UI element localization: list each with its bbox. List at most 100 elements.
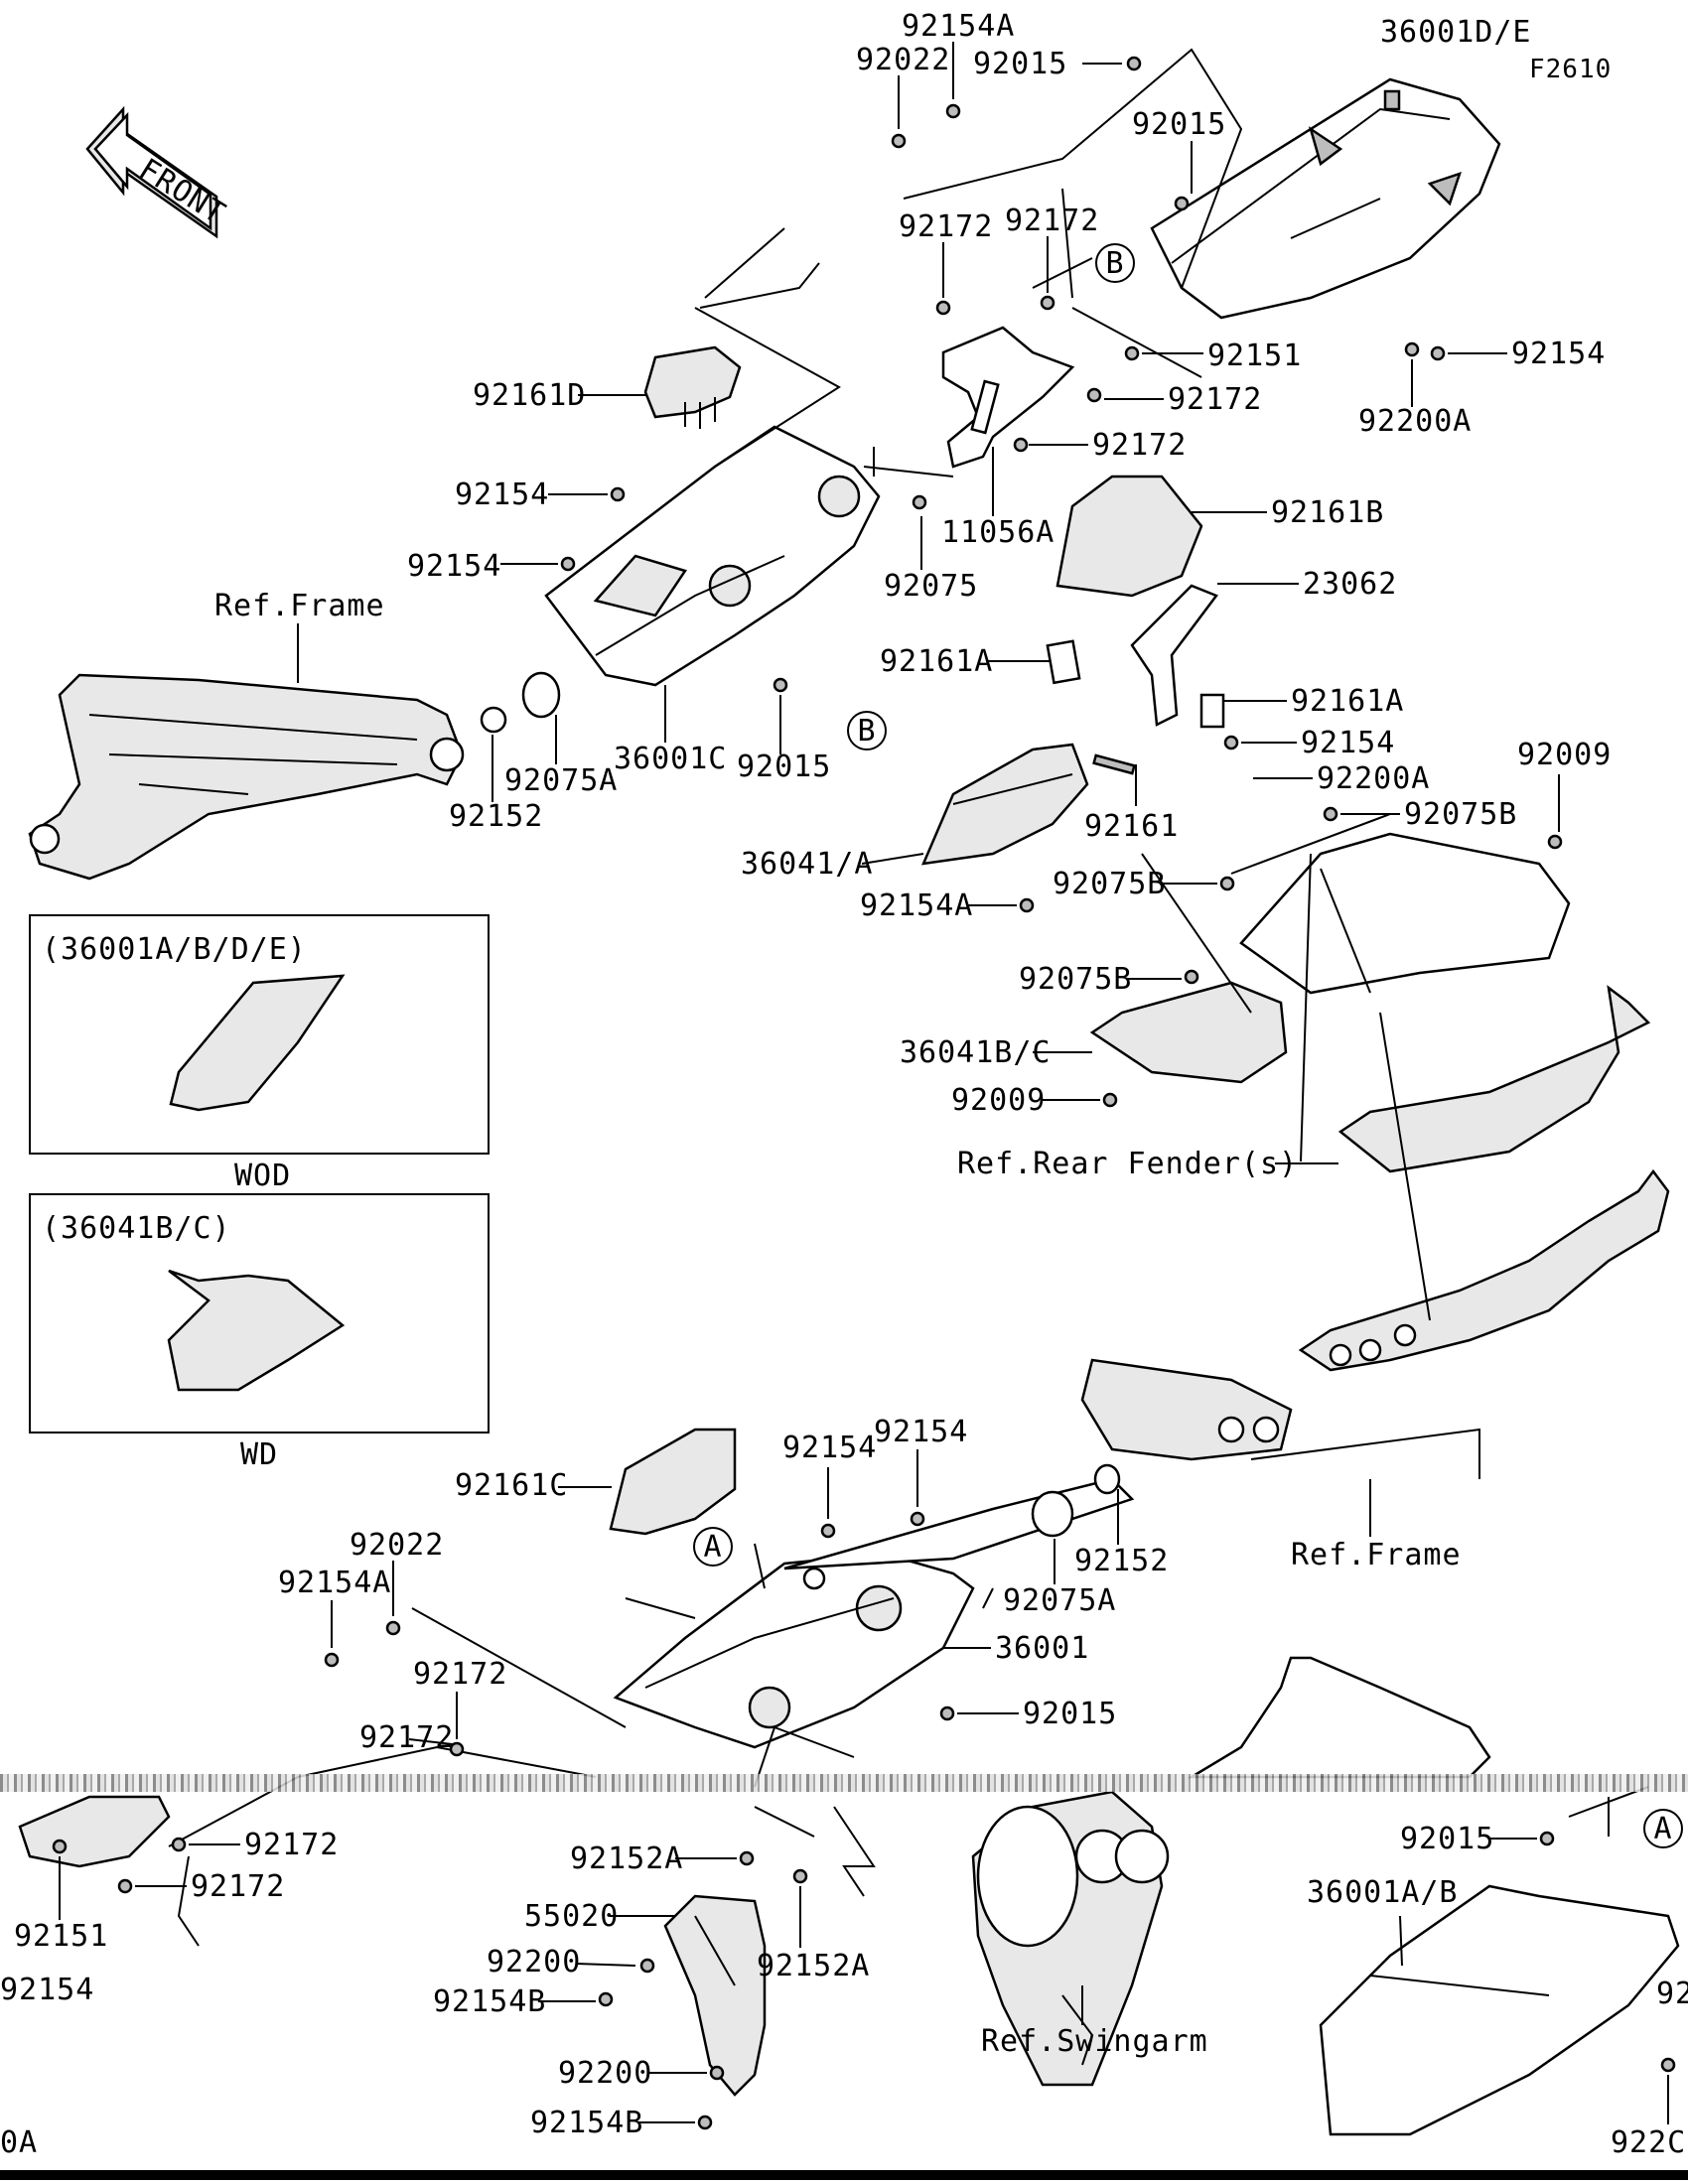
front-label: FRONT bbox=[133, 152, 231, 231]
cover-36041bc bbox=[1089, 981, 1288, 1084]
leader-lines bbox=[168, 48, 1649, 2066]
part-label-92154: 92154 bbox=[1301, 726, 1395, 760]
part-label-92015: 92015 bbox=[737, 750, 831, 784]
fastener-icon bbox=[739, 1850, 755, 1866]
rear-seat-cowl-36001de bbox=[1150, 77, 1501, 320]
callout-a: A bbox=[693, 1527, 733, 1567]
part-label-92154: 92154 bbox=[874, 1415, 968, 1449]
inset-wd: (36041B/C) WD bbox=[29, 1193, 490, 1472]
front-arrow-icon: FRONT bbox=[85, 105, 231, 239]
part-label-92161c: 92161C bbox=[455, 1468, 568, 1503]
part-label-92172: 92172 bbox=[244, 1828, 339, 1862]
fastener-icon bbox=[1174, 196, 1190, 211]
part-label-92075b: 92075B bbox=[1404, 797, 1517, 832]
fastener-icon bbox=[792, 1868, 808, 1884]
part-label-92151: 92151 bbox=[14, 1919, 108, 1954]
part-label-92154: 92154 bbox=[1511, 337, 1606, 371]
part-label-ref-rear-fender-s-: Ref.Rear Fender(s) bbox=[957, 1147, 1298, 1181]
fastener-icon bbox=[117, 1878, 133, 1894]
part-label-ref-frame: Ref.Frame bbox=[214, 589, 385, 623]
fastener-icon bbox=[1430, 345, 1446, 361]
license-lamp-92161b bbox=[1055, 475, 1203, 598]
part-label-92172: 92172 bbox=[899, 209, 993, 244]
leader-line bbox=[861, 853, 924, 865]
callout-a: A bbox=[1643, 1809, 1683, 1848]
bushing-92075a-upper bbox=[480, 671, 561, 734]
part-label-92161b: 92161B bbox=[1271, 495, 1384, 530]
hugger-55020 bbox=[663, 1894, 767, 2097]
part-label-92015: 92015 bbox=[1400, 1822, 1494, 1856]
callout-b: B bbox=[847, 711, 887, 751]
tail-light-92161c bbox=[609, 1428, 737, 1536]
fastener-icon bbox=[910, 1511, 925, 1527]
part-label-36001a-b: 36001A/B bbox=[1307, 1875, 1459, 1910]
inset-wod-header: (36001A/B/D/E) bbox=[42, 932, 307, 967]
part-label-92161a: 92161A bbox=[1291, 684, 1404, 719]
part-label-92200a: 92200A bbox=[1358, 404, 1472, 439]
leader-line bbox=[1399, 1915, 1403, 1967]
part-label-92075a: 92075A bbox=[1003, 1583, 1116, 1618]
rear-fender-lower bbox=[1187, 1656, 1491, 1779]
rear-cowl-right bbox=[1239, 832, 1571, 995]
part-label-92172: 92172 bbox=[1005, 204, 1099, 238]
part-label-92154: 92154 bbox=[455, 478, 549, 512]
fastener-icon bbox=[171, 1837, 187, 1852]
part-label-36001c: 36001C bbox=[614, 742, 727, 776]
part-label-0a: 0A bbox=[0, 2125, 38, 2160]
part-label-55020: 55020 bbox=[524, 1899, 619, 1934]
fastener-icon bbox=[52, 1839, 68, 1854]
part-label-ref-swingarm: Ref.Swingarm bbox=[981, 2024, 1208, 2059]
part-label-92152a: 92152A bbox=[570, 1842, 683, 1876]
part-label-92152: 92152 bbox=[1074, 1544, 1169, 1578]
fastener-icon bbox=[598, 1991, 614, 2007]
part-label-92172: 92172 bbox=[191, 1869, 285, 1904]
fastener-icon bbox=[324, 1652, 340, 1668]
part-label-92200: 92200 bbox=[487, 1945, 581, 1979]
part-label-92009: 92009 bbox=[951, 1083, 1046, 1118]
fastener-icon bbox=[560, 556, 576, 572]
fastener-icon bbox=[709, 2065, 725, 2081]
part-label-92075b: 92075B bbox=[1053, 867, 1166, 901]
fastener-icon bbox=[639, 1958, 655, 1974]
part-label-92154b: 92154B bbox=[433, 1984, 546, 2019]
inset-wod-caption: WOD bbox=[234, 1159, 291, 1193]
part-label-92: 92 bbox=[1656, 1977, 1688, 2011]
part-label-92200: 92200 bbox=[558, 2056, 652, 2091]
fastener-icon bbox=[1660, 2057, 1676, 2073]
callout-letter: B bbox=[857, 714, 876, 749]
part-label-92172: 92172 bbox=[1092, 428, 1187, 463]
fastener-icon bbox=[945, 103, 961, 119]
part-label-92015: 92015 bbox=[1132, 107, 1226, 142]
part-label-92172: 92172 bbox=[1168, 382, 1262, 417]
fastener-icon bbox=[1223, 735, 1239, 751]
fastener-icon bbox=[912, 494, 927, 510]
main-cowl-36001 bbox=[613, 1552, 975, 1749]
fastener-icon bbox=[610, 486, 626, 502]
fastener-icon bbox=[935, 300, 951, 316]
fastener-icon bbox=[1404, 341, 1420, 357]
part-label-92022: 92022 bbox=[856, 43, 950, 77]
inset-wd-header: (36041B/C) bbox=[42, 1211, 231, 1246]
part-label-92009: 92009 bbox=[1517, 738, 1612, 772]
fastener-icon bbox=[1040, 295, 1055, 311]
bottom-border bbox=[0, 2170, 1688, 2180]
inner-cover-36041a bbox=[920, 743, 1089, 866]
part-label-92172: 92172 bbox=[359, 1720, 454, 1755]
part-label-92154: 92154 bbox=[782, 1431, 877, 1465]
bracket-23062 bbox=[1046, 584, 1225, 775]
part-label-922c: 922C bbox=[1611, 2125, 1686, 2160]
rear-fender bbox=[1337, 985, 1651, 1173]
part-label-92075: 92075 bbox=[884, 569, 978, 604]
part-label-92172: 92172 bbox=[413, 1657, 507, 1692]
frame-right bbox=[1080, 1168, 1670, 1461]
fastener-icon bbox=[1124, 345, 1140, 361]
fastener-icon bbox=[1102, 1092, 1118, 1108]
fastener-icon bbox=[773, 677, 788, 693]
part-label-92075b: 92075B bbox=[1019, 962, 1132, 997]
part-label-92154b: 92154B bbox=[530, 2106, 643, 2140]
inset-wod: (36001A/B/D/E) WOD bbox=[29, 914, 490, 1193]
part-label-92015: 92015 bbox=[973, 47, 1067, 81]
bushing-92075a-lower bbox=[1031, 1463, 1121, 1538]
